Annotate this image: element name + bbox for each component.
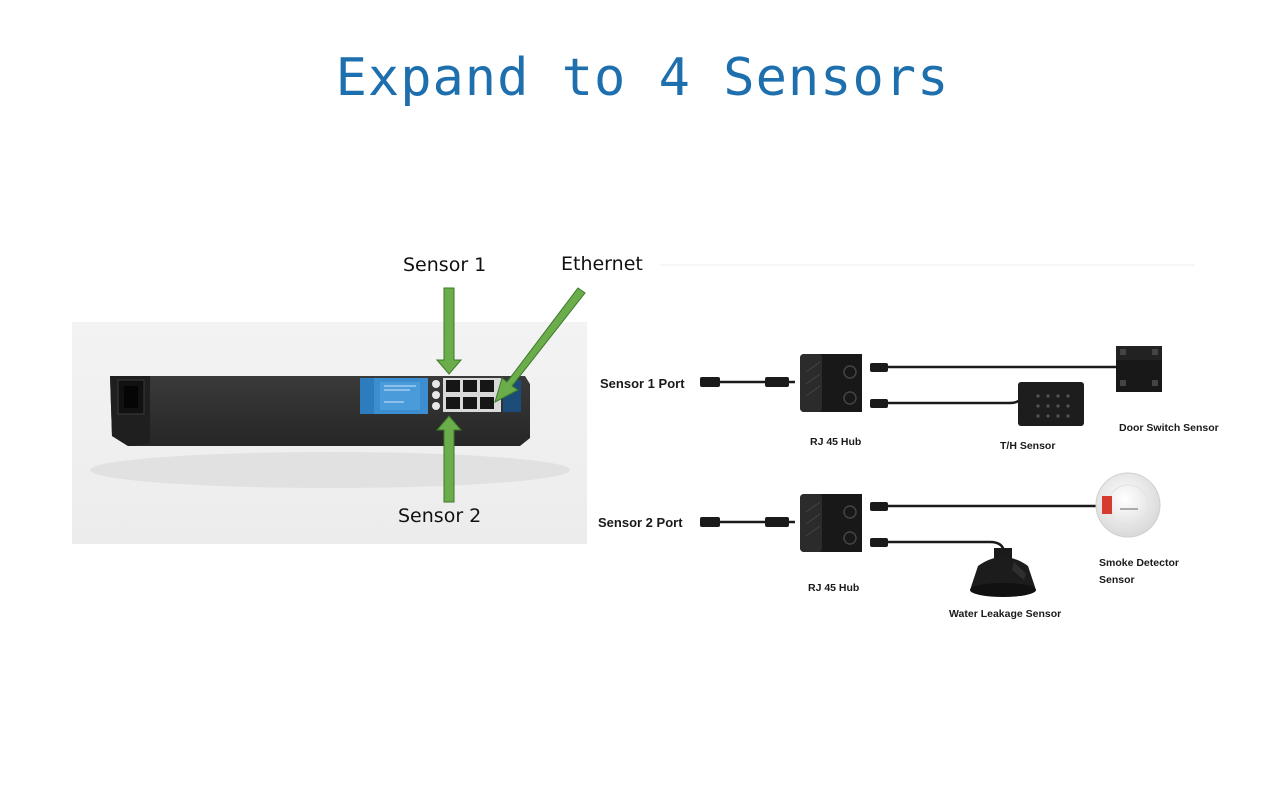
door-switch-label: Door Switch Sensor	[1119, 422, 1219, 434]
rj45-plug-icon	[765, 517, 789, 527]
sensor1-chain: Sensor 1 Port	[600, 346, 1219, 452]
smoke-detector-label-line1: Smoke Detector	[1099, 557, 1179, 569]
rj45-plug-icon	[700, 517, 720, 527]
th-sensor-icon	[1018, 382, 1084, 426]
pdu-device	[110, 376, 530, 446]
smoke-detector-icon	[1095, 472, 1161, 538]
sensor1-callout: Sensor 1	[403, 254, 486, 276]
sensor2-callout: Sensor 2	[398, 505, 481, 527]
ethernet-callout: Ethernet	[561, 253, 643, 275]
rj45-hub-2	[800, 494, 862, 552]
page-title: Expand to 4 Sensors	[335, 48, 950, 108]
hub2-label: RJ 45 Hub	[808, 582, 859, 594]
rj45-hub-1	[800, 354, 862, 412]
sensor1-arrow	[435, 287, 463, 375]
sensor2-port-label: Sensor 2 Port	[598, 515, 683, 530]
water-leakage-sensor-icon	[970, 548, 1036, 597]
water-leakage-label: Water Leakage Sensor	[949, 608, 1061, 620]
rj45-plug-icon	[765, 377, 789, 387]
th-sensor-label: T/H Sensor	[1000, 440, 1055, 452]
door-switch-sensor-icon	[1116, 346, 1162, 392]
rj45-port-block	[443, 378, 501, 412]
sensor2-chain: Sensor 2 Port	[598, 472, 1179, 620]
hub1-label: RJ 45 Hub	[810, 436, 861, 448]
sensor1-port-label: Sensor 1 Port	[600, 376, 685, 391]
smoke-detector-label-line2: Sensor	[1099, 574, 1135, 586]
pdu-photo	[72, 322, 587, 544]
sensor2-arrow	[435, 415, 463, 503]
rj45-plug-icon	[700, 377, 720, 387]
ethernet-arrow	[494, 287, 586, 403]
